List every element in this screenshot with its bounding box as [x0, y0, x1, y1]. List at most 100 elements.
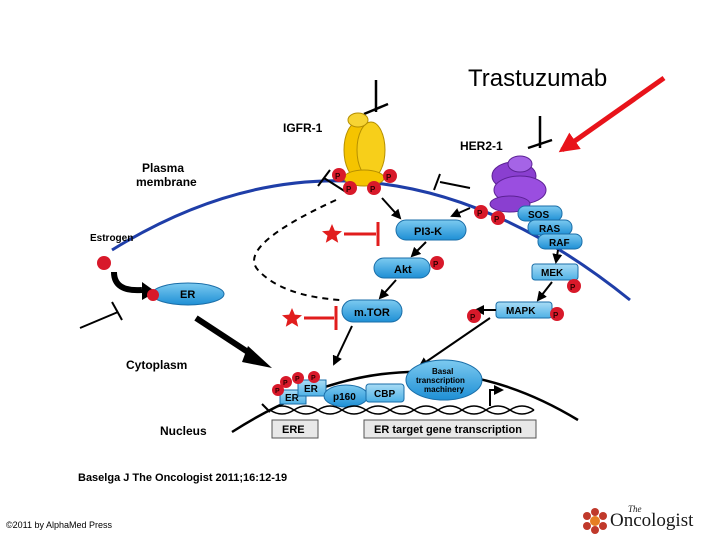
estrogen-arrow	[111, 271, 143, 294]
inhibit-line-nucleus	[261, 403, 271, 413]
inhibit-line-1	[323, 177, 347, 193]
dna-helix-strand-2	[269, 405, 535, 415]
label-er-target-gene: ER target gene transcription	[374, 424, 522, 436]
node-mtor	[341, 299, 403, 323]
node-er-target-gene	[363, 419, 537, 439]
label-basal-3: machinery	[424, 385, 465, 394]
arrow-raf-mek	[552, 249, 563, 264]
node-mek	[531, 263, 579, 281]
oncologist-logo: The Oncologist	[580, 504, 716, 536]
svg-text:P: P	[295, 376, 300, 383]
svg-text:P: P	[370, 185, 376, 194]
svg-text:P: P	[283, 380, 288, 387]
phospho-badges: P P P P P P P P P P P P P P	[97, 168, 581, 396]
label-sos: SOS	[528, 210, 549, 221]
node-cbp	[365, 383, 405, 403]
label-basal-2: transcription	[416, 376, 465, 385]
svg-text:P: P	[335, 172, 341, 181]
phospho-2	[343, 181, 357, 195]
node-pi3k	[395, 219, 467, 241]
label-her2: HER2-1	[460, 139, 503, 153]
phospho-15	[308, 371, 320, 383]
label-plasma: Plasma	[142, 161, 184, 175]
arrow-akt-mtor	[378, 279, 397, 300]
citation-text: Baselga J The Oncologist 2011;16:12-19	[78, 472, 288, 484]
logo-the-text: The	[628, 504, 642, 514]
logo-flower-icon	[583, 508, 607, 534]
phospho-12	[272, 384, 284, 396]
dashed-feedback-path	[253, 199, 341, 301]
trastuzumab-arrow	[558, 75, 666, 153]
label-ere: ERE	[282, 424, 305, 436]
arrow-igfr-pi3k	[381, 197, 402, 220]
label-cytoplasm: Cytoplasm	[126, 358, 187, 372]
svg-text:P: P	[494, 215, 500, 224]
phospho-1	[332, 168, 346, 182]
label-igfr: IGFR-1	[283, 121, 323, 135]
inhibit-bar-left	[111, 301, 123, 321]
svg-text:P: P	[346, 185, 352, 194]
svg-text:P: P	[553, 311, 559, 320]
label-mtor: m.TOR	[354, 307, 390, 319]
phospho-4	[383, 169, 397, 183]
svg-text:P: P	[275, 388, 280, 395]
phospho-9	[467, 309, 481, 323]
label-estrogen: Estrogen	[90, 233, 133, 244]
label-ras: RAS	[539, 224, 560, 235]
arrow-er-to-nucleus	[194, 315, 256, 359]
label-er-cytoplasm: ER	[180, 289, 195, 301]
phospho-5	[474, 205, 488, 219]
label-nucleus: Nucleus	[160, 424, 207, 438]
label-akt: Akt	[394, 264, 412, 276]
arrow-her2-pi3k	[450, 207, 471, 218]
label-er-nuclear-back: ER	[285, 393, 300, 404]
phospho-13	[280, 376, 292, 388]
label-basal-1: Basal	[432, 367, 453, 376]
phospho-3	[367, 181, 381, 195]
phospho-8	[567, 279, 581, 293]
phospho-11	[147, 289, 159, 301]
label-mapk: MAPK	[506, 306, 536, 317]
arrow-mtor-nucleus	[332, 325, 353, 366]
node-ere	[271, 419, 319, 439]
igfr-receptor	[343, 80, 389, 187]
phospho-6	[491, 211, 505, 225]
her2-receptor	[489, 116, 553, 213]
label-er-nuclear-front: ER	[304, 384, 319, 395]
node-akt	[373, 257, 431, 279]
svg-text:P: P	[433, 260, 439, 269]
arrow-pi3k-akt	[410, 241, 427, 258]
dna-helix-strand-1	[269, 405, 535, 415]
label-mek: MEK	[541, 268, 564, 279]
phospho-14	[292, 372, 304, 384]
inhibit-line-2	[439, 181, 471, 189]
transcription-start-arrow	[489, 385, 504, 406]
inhibit-bar-2	[433, 173, 441, 191]
svg-text:P: P	[386, 173, 392, 182]
inhibit-line-left	[79, 311, 119, 329]
star-inhibitor-2	[282, 308, 302, 327]
label-membrane: membrane	[136, 175, 197, 189]
arrow-mapk-nucleus	[418, 317, 491, 368]
arrowhead-er-to-nucleus	[242, 346, 272, 368]
logo-name-text: Oncologist	[610, 510, 694, 531]
phospho-7	[430, 256, 444, 270]
svg-text:P: P	[570, 283, 576, 292]
label-raf: RAF	[549, 238, 570, 249]
estrogen-molecule	[97, 256, 111, 270]
label-cbp: CBP	[374, 389, 395, 400]
svg-text:P: P	[470, 313, 476, 322]
phospho-10	[550, 307, 564, 321]
arrow-mek-mapk	[536, 281, 553, 302]
node-basal-machinery	[405, 359, 483, 401]
inhibit-bar-1	[317, 169, 331, 187]
svg-text:P: P	[477, 209, 483, 218]
node-raf	[537, 233, 583, 250]
copyright-text: ©2011 by AlphaMed Press	[6, 520, 113, 530]
star-inhibitor-1	[322, 224, 342, 243]
title-trastuzumab: Trastuzumab	[468, 65, 607, 92]
label-pi3k: PI3-K	[414, 226, 442, 238]
label-p160: p160	[333, 392, 356, 403]
svg-text:P: P	[311, 375, 316, 382]
